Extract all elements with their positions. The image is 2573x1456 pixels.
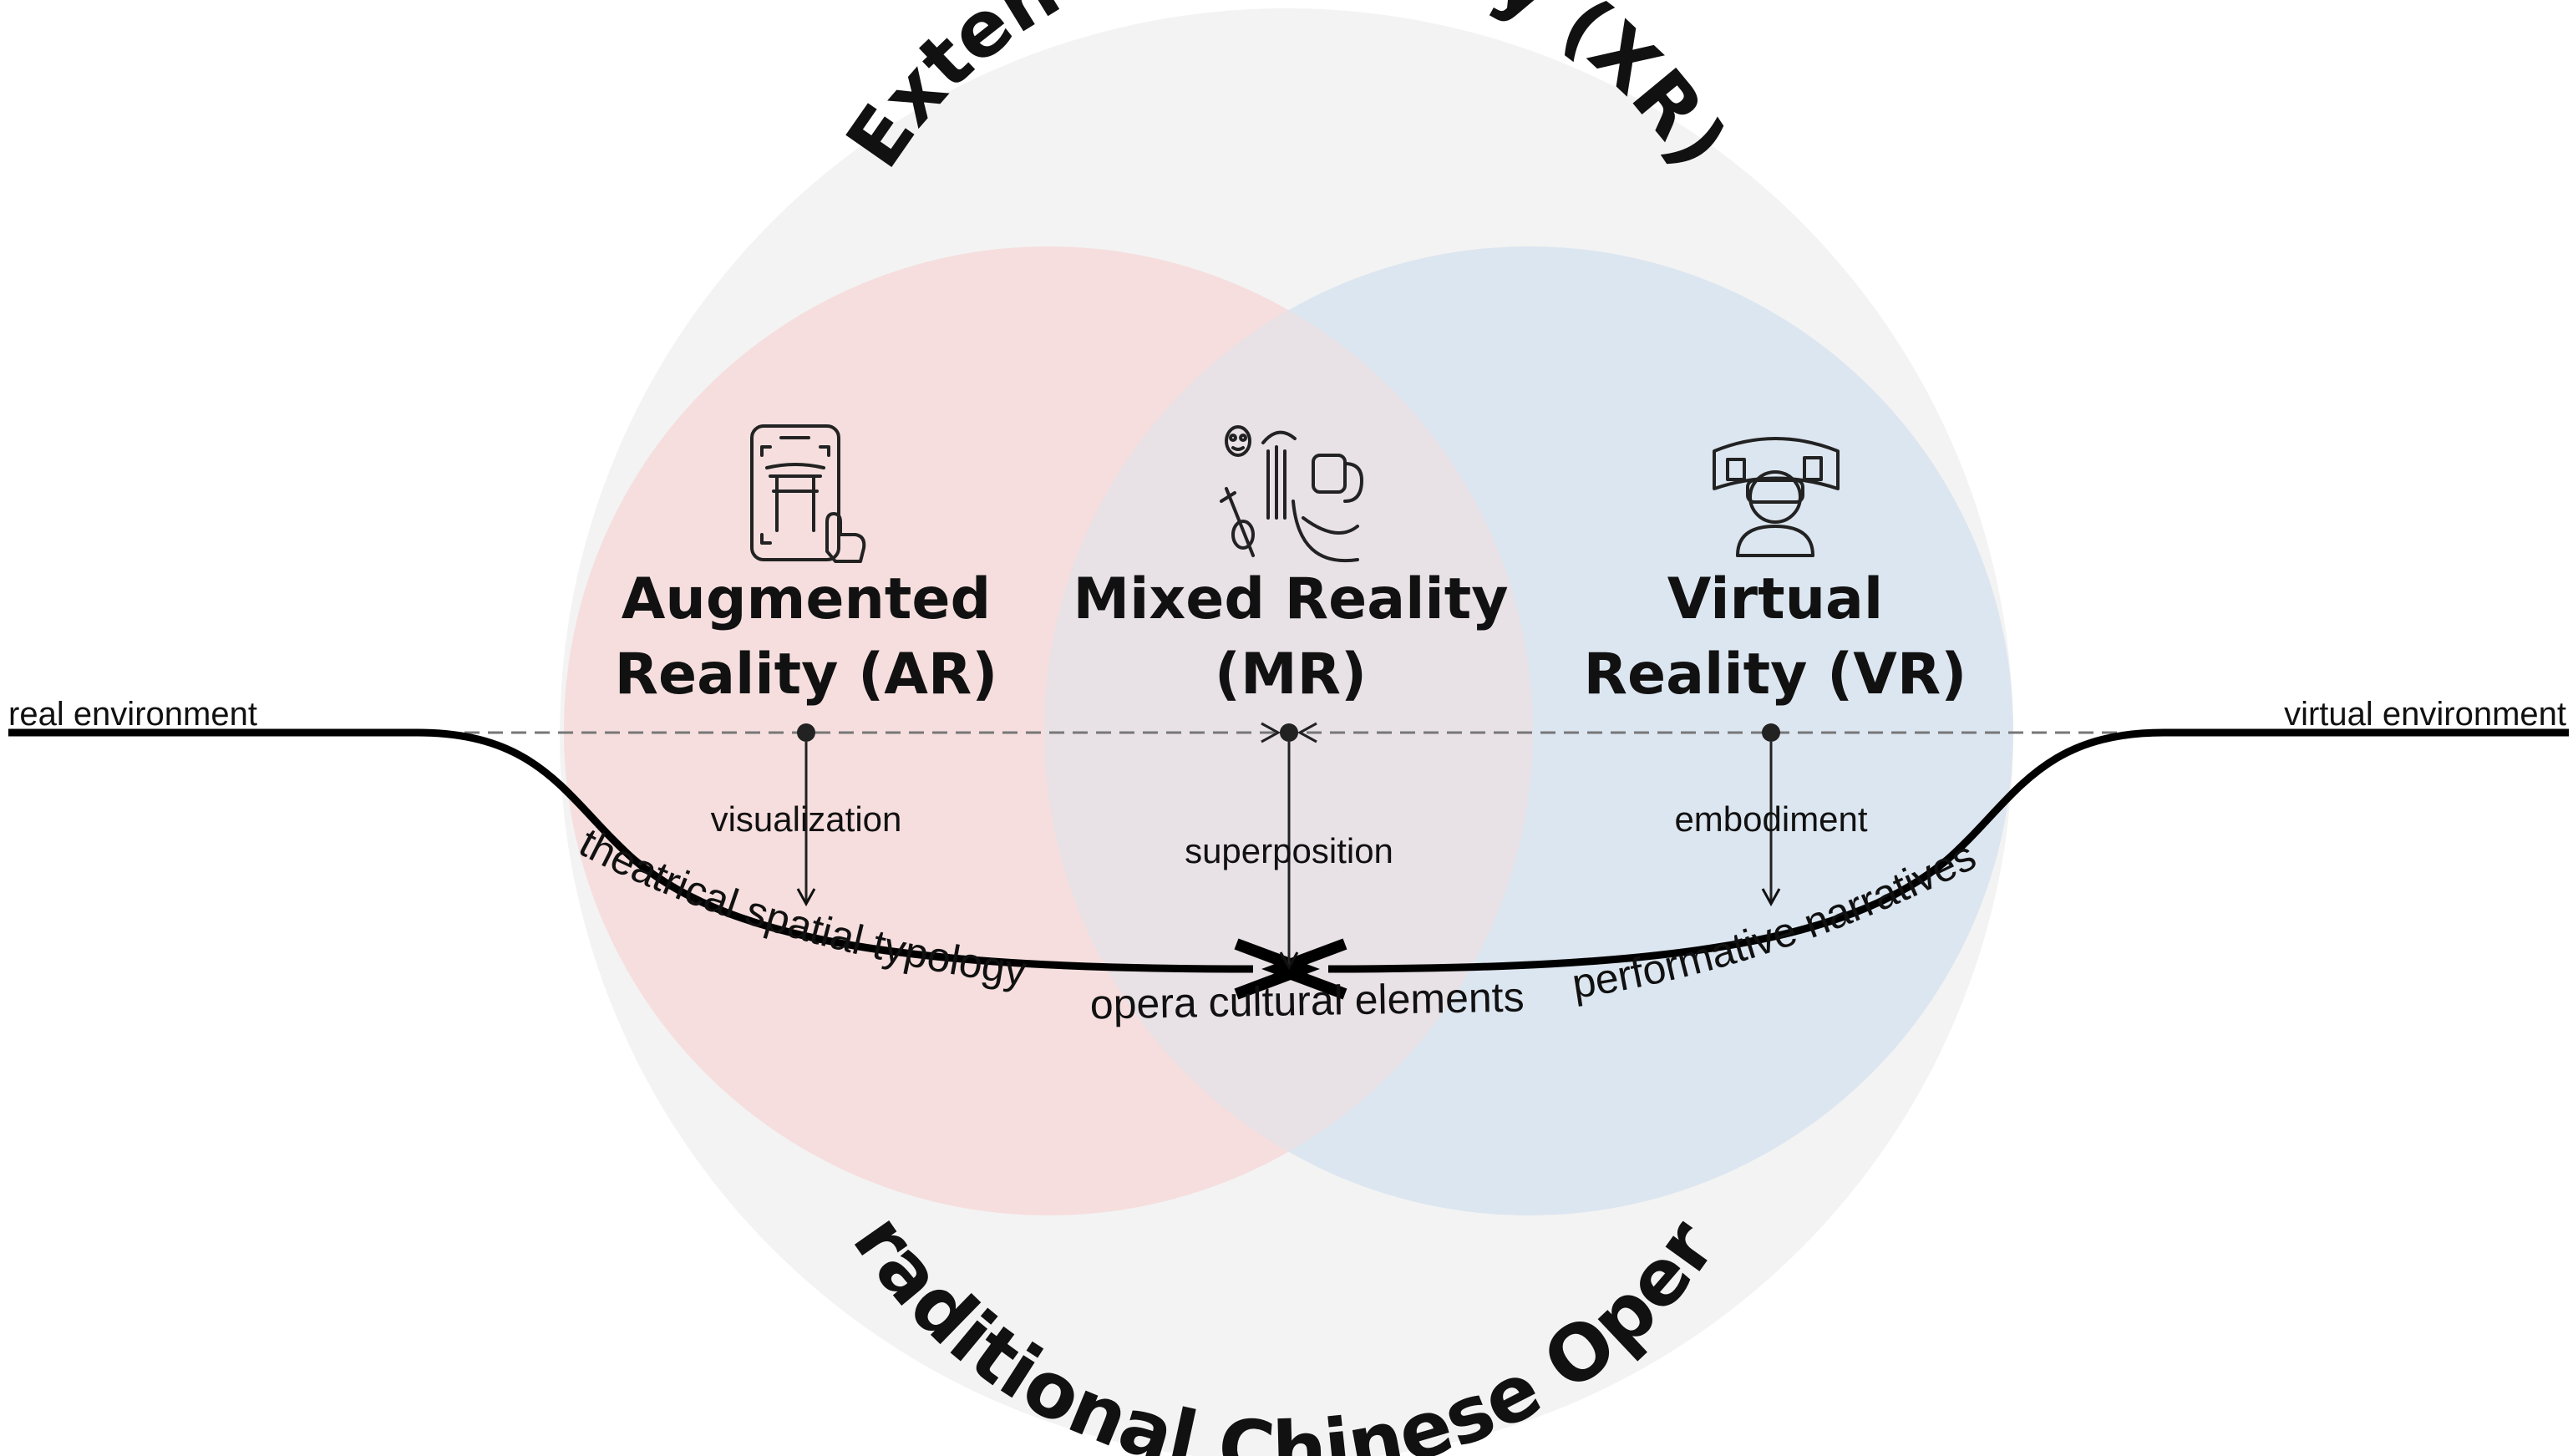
mr-left-arrow — [1261, 722, 1281, 743]
virtual-environment-label: virtual environment — [2284, 696, 2566, 733]
vr-arrowhead — [1261, 938, 1347, 1000]
mr-curve-label: opera cultural elements — [1089, 973, 1525, 1027]
ar-title-line1: Augmented — [622, 566, 991, 632]
ar-title-line2: Reality (AR) — [615, 642, 998, 708]
ar-continuum-curve — [8, 728, 1254, 973]
mixed-reality-hand-headset-icon — [1220, 425, 1363, 563]
mr-title-line1: Mixed Reality — [1073, 566, 1508, 632]
mr-title-line2: (MR) — [1215, 642, 1367, 708]
ar-connector-label: visualization — [711, 799, 902, 839]
mr-node — [1280, 723, 1298, 742]
mr-right-arrow — [1297, 722, 1317, 743]
mr-connector-label: superposition — [1185, 831, 1393, 870]
ar-node — [797, 723, 815, 742]
phone-ar-gate-icon — [750, 424, 866, 563]
real-environment-label: real environment — [8, 696, 257, 733]
vr-continuum-curve — [1327, 728, 2569, 973]
vr-headset-person-icon — [1713, 437, 1840, 557]
vr-node — [1762, 723, 1780, 742]
ar-arrowhead — [1234, 938, 1320, 1000]
vr-title-line2: Reality (VR) — [1584, 642, 1967, 708]
vr-connector-label: embodiment — [1674, 799, 1867, 839]
vr-title-line1: Virtual — [1667, 566, 1883, 632]
